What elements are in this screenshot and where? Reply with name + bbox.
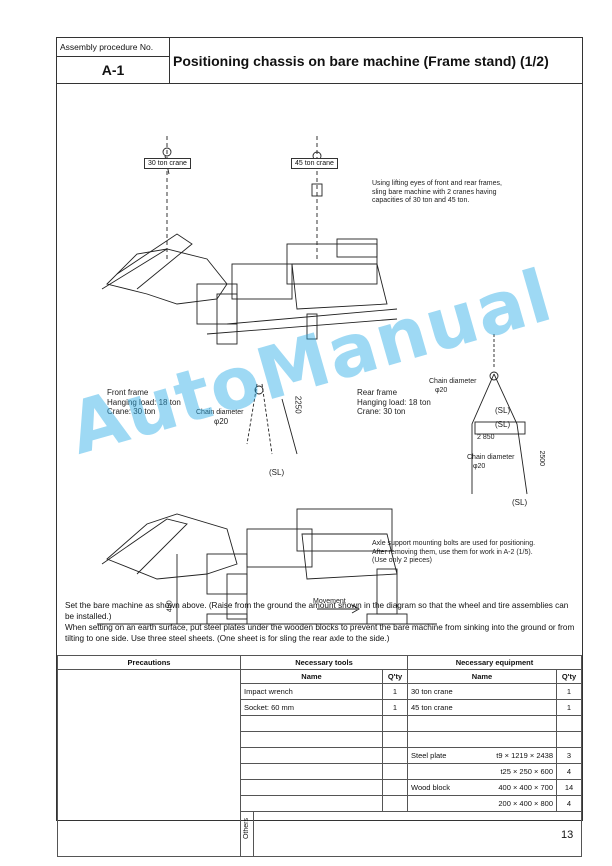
dim-2850: 2 850 (477, 434, 495, 441)
procedure-number: A-1 (101, 62, 125, 78)
requirements-table: Precautions Necessary tools Necessary eq… (57, 655, 582, 857)
page-number: 13 (561, 829, 574, 841)
rear-sl-top: (SL) (495, 406, 511, 415)
front-chain-diameter: Chain diameter φ20 (196, 409, 244, 426)
rear-sl-middle: (SL) (495, 420, 511, 429)
rear-chain-diameter-top: Chain diameter φ20 (429, 378, 477, 394)
precautions-header: Precautions (57, 655, 241, 670)
instruction-paragraph: Set the bare machine as shown above. (Ra… (65, 601, 569, 621)
procedure-sheet: Assembly procedure No. A-1 Positioning c… (56, 37, 584, 857)
front-frame-label: Front frame Hanging load: 18 ton Crane: … (107, 388, 181, 416)
dim-2250: 2250 (293, 395, 303, 414)
table-row: Impact wrench 1 30 ton crane 1 (58, 683, 582, 700)
procedure-number-box: Assembly procedure No. A-1 (57, 38, 170, 84)
instruction-paragraph: When setting on an earth surface, put st… (65, 623, 575, 643)
tool-qty-header: Q'ty (382, 669, 408, 684)
front-sl-label: (SL) (269, 468, 285, 477)
machine-drawing (97, 136, 528, 625)
equipment-header: Necessary equipment (407, 655, 582, 670)
crane-30-label: 30 ton crane (144, 158, 191, 169)
lifting-note: Using lifting eyes of front and rear fra… (372, 180, 502, 204)
equipment-qty-header: Q'ty (556, 669, 582, 684)
table-row: Steel plate t9 × 1219 × 2438 3 (58, 747, 582, 764)
movement-label: Movement (313, 598, 346, 605)
crane-45-label: 45 ton crane (291, 158, 338, 169)
rear-chain-diameter-bottom: Chain diameter φ20 (467, 454, 515, 470)
others-label: Others (243, 818, 250, 840)
tools-header: Necessary tools (240, 655, 408, 670)
procedure-label: Assembly procedure No. (60, 42, 154, 52)
page-title: Positioning chassis on bare machine (Fra… (170, 38, 582, 84)
axle-support-note: Axle support mounting bolts are used for… (372, 540, 536, 564)
equipment-name-header: Name (407, 669, 557, 684)
tool-name-header: Name (240, 669, 383, 684)
precautions-cell (57, 669, 241, 857)
rear-sl-bottom: (SL) (512, 498, 528, 507)
assembly-diagram: 30 ton crane 45 ton crane Using lifting … (57, 84, 584, 632)
others-row: Others (58, 811, 582, 857)
dim-2500: 2500 (538, 450, 546, 467)
instructions-text: Set the bare machine as shown above. (Ra… (65, 600, 577, 644)
table-row: Socket: 60 mm 1 45 ton crane 1 (58, 699, 582, 716)
rear-frame-label: Rear frame Hanging load: 18 ton Crane: 3… (357, 388, 431, 416)
